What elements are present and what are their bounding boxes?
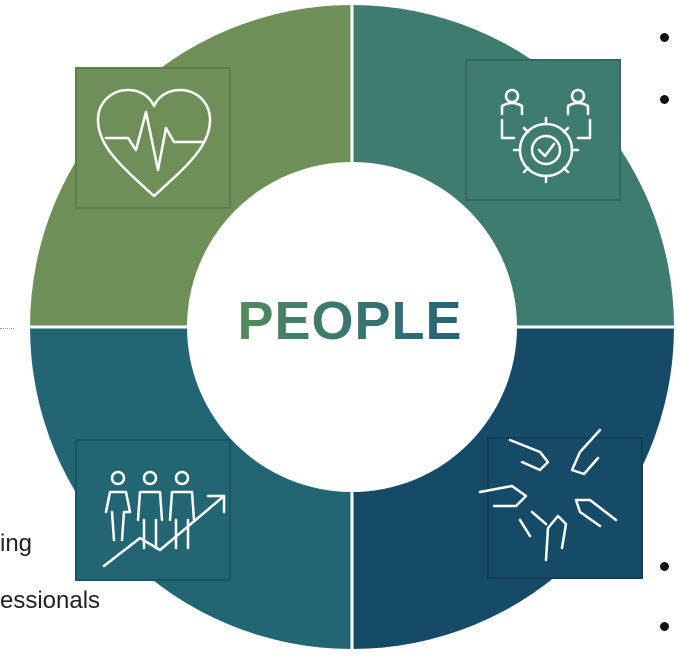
bullet-marker <box>660 33 669 42</box>
dotted-connector-left <box>0 328 14 329</box>
people-growth-icon <box>102 470 226 568</box>
side-text-line: ing <box>0 530 33 557</box>
side-text-line: essionals <box>0 587 101 614</box>
dotted-connector-right <box>634 328 674 329</box>
center-title: PEOPLE <box>200 290 500 352</box>
icon-box-engagement <box>465 59 621 201</box>
heart-rate-icon <box>96 88 212 198</box>
bullet-marker <box>660 562 669 571</box>
bullet-marker <box>660 622 669 631</box>
icon-box-growth <box>75 439 231 581</box>
center-circle <box>187 162 517 492</box>
hands-together-icon <box>478 428 618 562</box>
bullet-marker <box>660 95 669 104</box>
people-gear-icon <box>500 88 592 184</box>
icon-box-collaboration <box>487 437 643 579</box>
